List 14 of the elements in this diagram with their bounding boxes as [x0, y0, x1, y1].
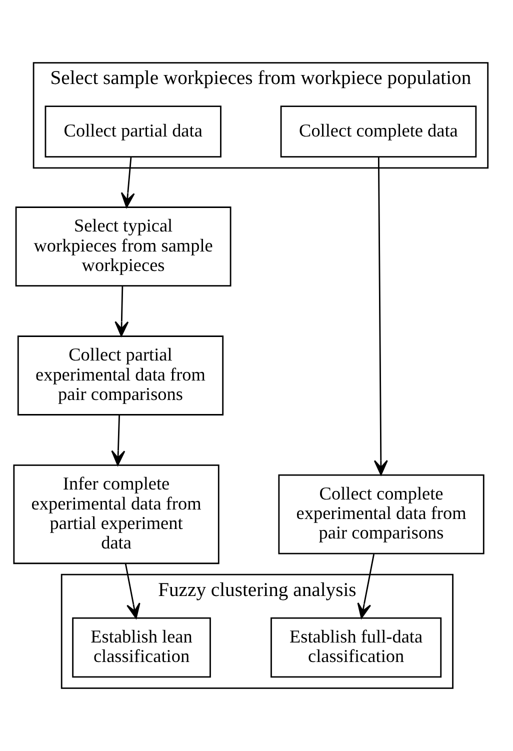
node-box: Collect complete data [280, 106, 477, 158]
node-box: Collect partial data [44, 106, 222, 158]
arrow [111, 414, 126, 466]
arrow [120, 157, 135, 208]
arrow [124, 563, 140, 619]
arrow [357, 554, 375, 619]
node-box: Establish full-data classification [270, 617, 442, 678]
node-box: Establish lean classification [72, 617, 211, 678]
node-box: Collect complete experimental data from pair comparisons [278, 474, 484, 554]
arrow [374, 157, 388, 476]
node-box: Collect partial experimental data from pair comparisons [17, 336, 224, 416]
node-box: Select typical workpieces from sample workpieces [15, 206, 232, 286]
node-box: Infer complete experimental data from partial experiment data [13, 464, 220, 564]
arrow [114, 286, 129, 337]
